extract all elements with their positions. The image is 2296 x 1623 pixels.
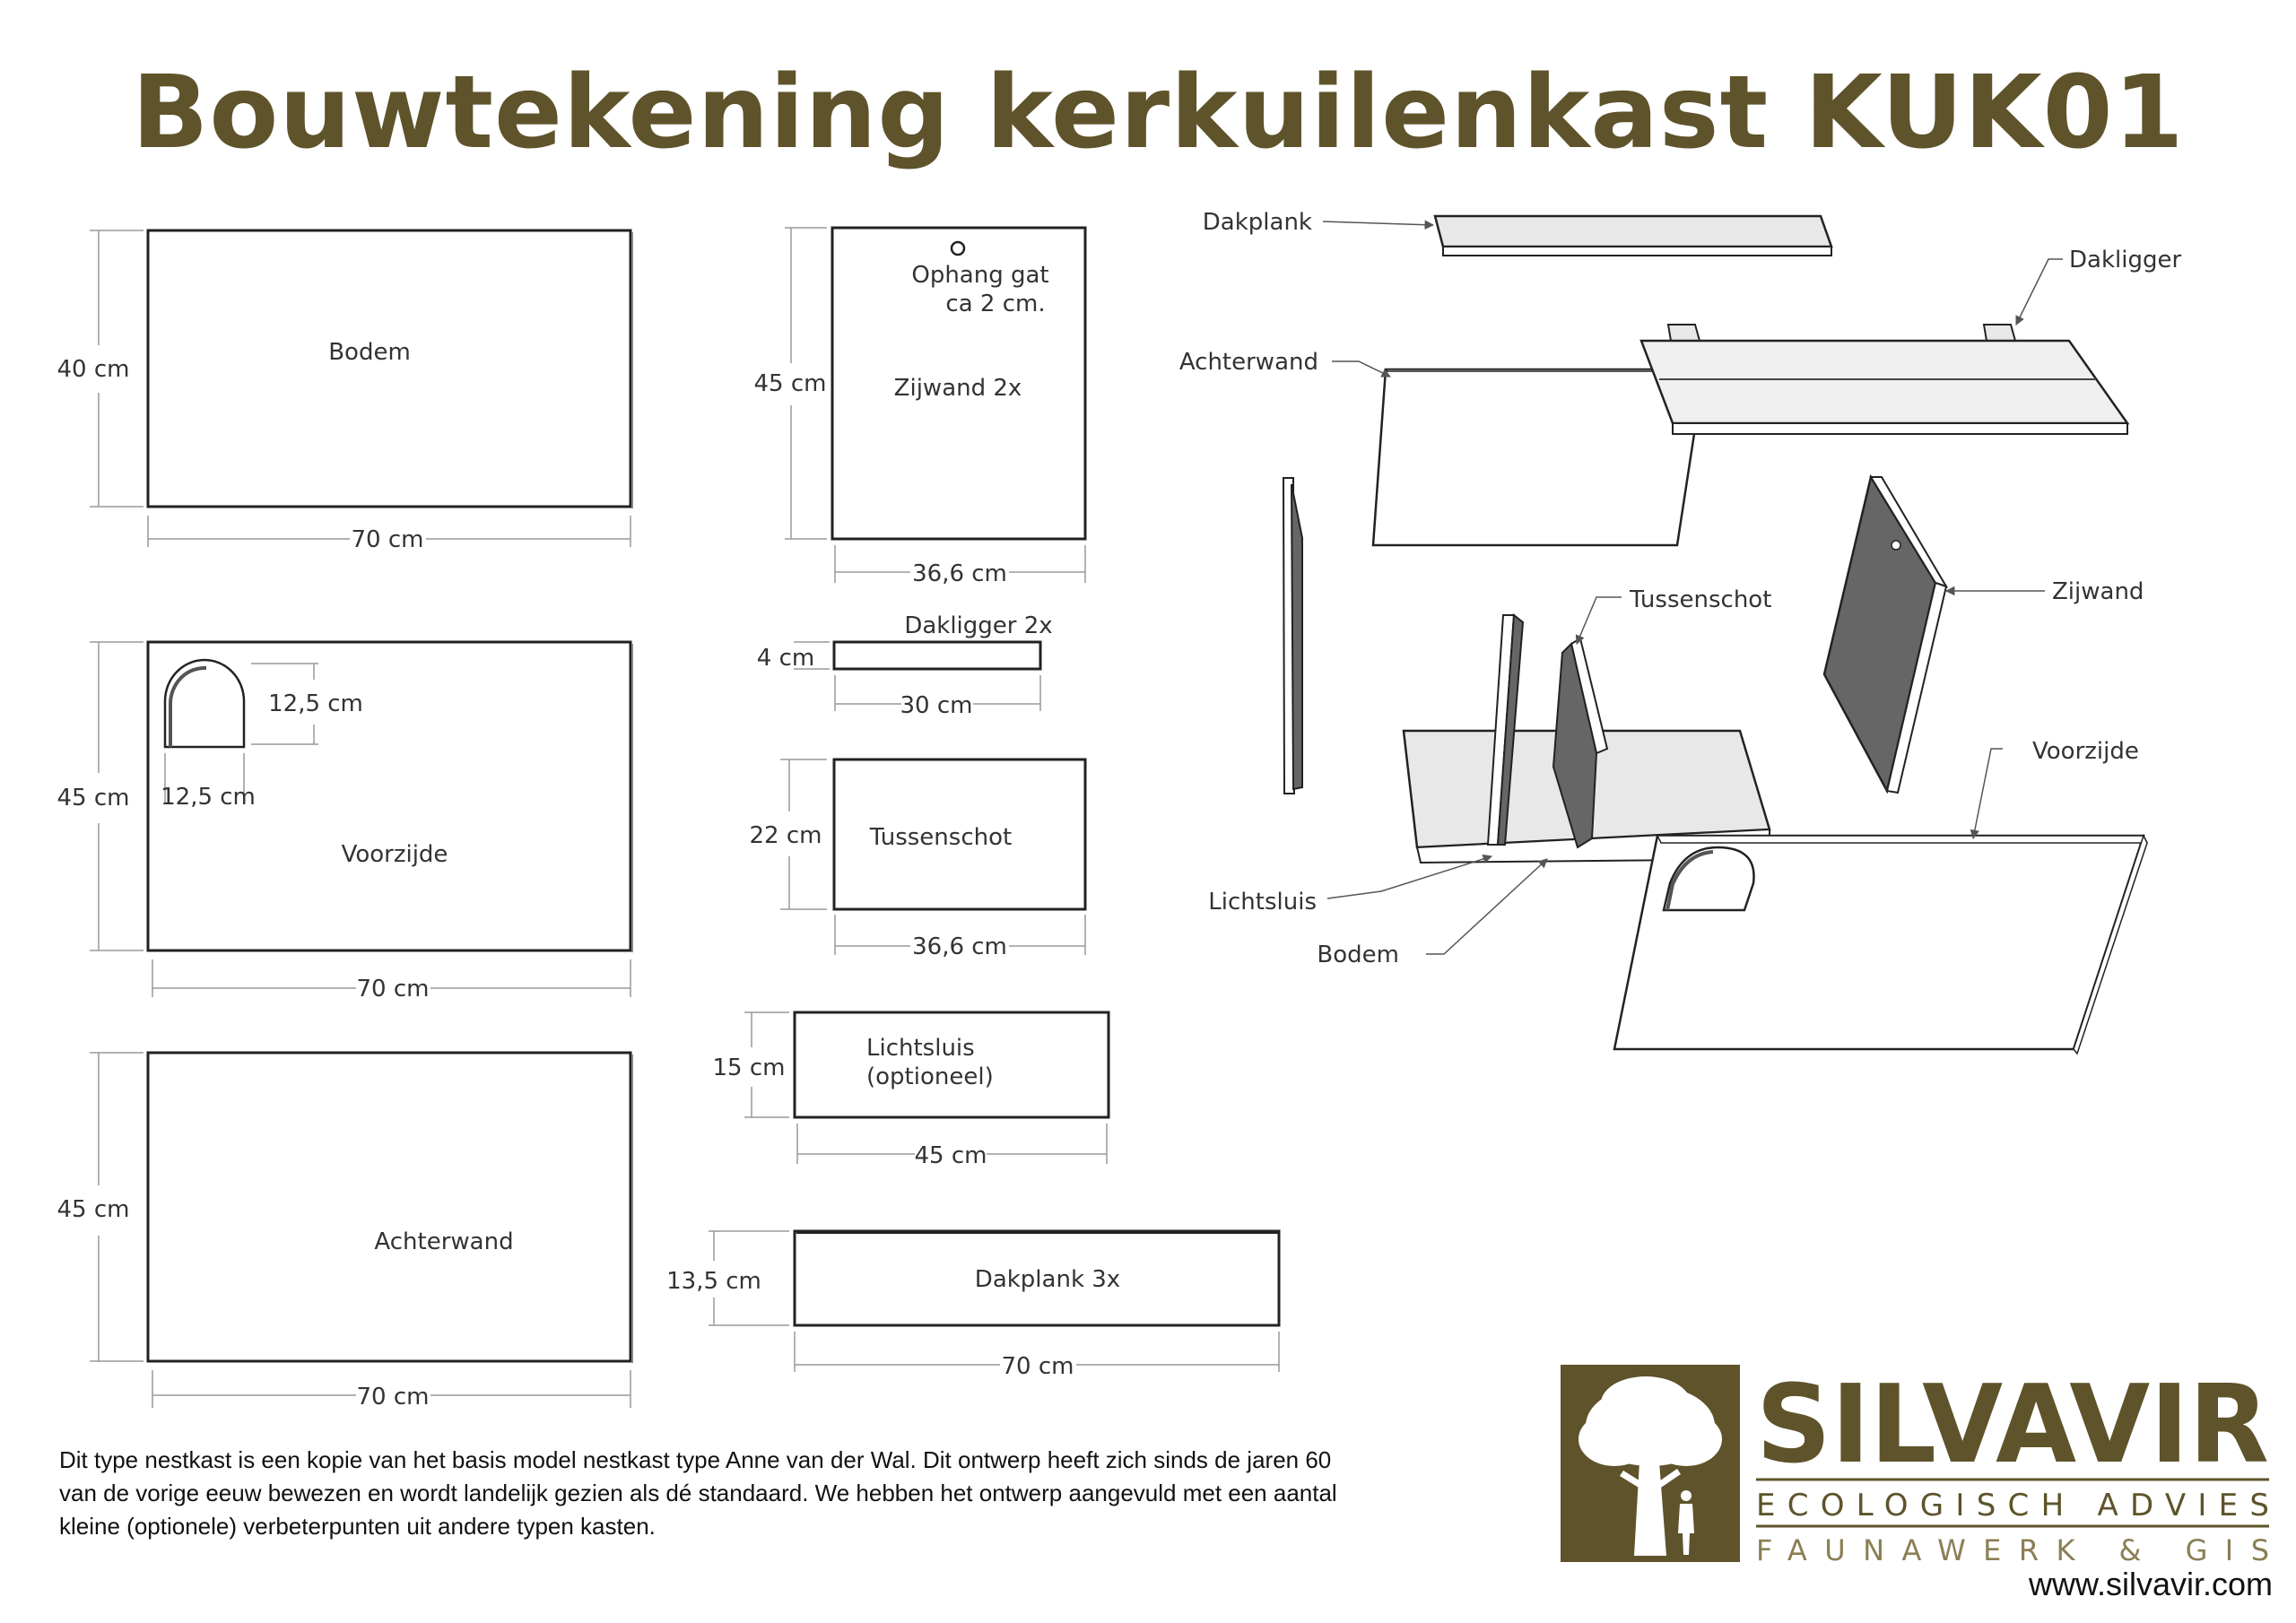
label-voorzijde: Voorzijde	[2032, 738, 2139, 765]
height-dimension: 22 cm	[750, 822, 822, 849]
width-dimension: 70 cm	[352, 526, 424, 553]
entrance-hole	[163, 658, 246, 749]
part-voorzijde: 12,5 cm 12,5 cm Voorzijde 45 cm 70 cm	[57, 640, 633, 1002]
exploded-dakplank	[1433, 214, 1833, 256]
width-dimension: 36,6 cm	[912, 560, 1007, 587]
silvavir-logo: SILVAVIR ECOLOGISCH ADVIES FAUNAWERK & G…	[1561, 1363, 2269, 1567]
part-label: Voorzijde	[342, 841, 448, 868]
person-icon	[1678, 1490, 1694, 1555]
exploded-lichtsluis	[1486, 613, 1525, 846]
part-label: Tussenschot	[869, 824, 1012, 851]
part-zijwand: Ophang gat ca 2 cm. Zijwand 2x 45 cm 36,…	[754, 226, 1087, 587]
width-dimension: 36,6 cm	[912, 933, 1007, 960]
label-bodem: Bodem	[1317, 942, 1399, 968]
description-text: Dit type nestkast is een kopie van het b…	[59, 1446, 1337, 1540]
height-dimension: 45 cm	[754, 370, 827, 397]
label-dakplank: Dakplank	[1203, 209, 1312, 236]
label-zijwand: Zijwand	[2052, 578, 2144, 605]
width-dimension: 30 cm	[900, 692, 973, 719]
part-label-line-2: (optioneel)	[866, 1063, 994, 1090]
label-achterwand: Achterwand	[1179, 349, 1318, 376]
hanging-hole	[950, 240, 966, 256]
part-label: Dakligger 2x	[904, 612, 1052, 639]
label-tussenschot: Tussenschot	[1629, 586, 1771, 613]
width-dimension: 70 cm	[357, 976, 430, 1002]
part-tussenschot: Tussenschot 22 cm 36,6 cm	[750, 758, 1087, 960]
exploded-voorzijde	[1613, 834, 2149, 1055]
width-dimension: 45 cm	[915, 1142, 987, 1169]
hole-width-dimension: 12,5 cm	[161, 784, 256, 811]
part-dakligger: Dakligger 2x 4 cm 30 cm	[757, 612, 1053, 719]
part-bodem: Bodem 40 cm 70 cm	[57, 229, 633, 553]
website-link[interactable]: www.silvavir.com	[2028, 1566, 2273, 1602]
label-lichtsluis: Lichtsluis	[1208, 889, 1317, 916]
label-dakligger: Dakligger	[2069, 247, 2181, 273]
exploded-achterwand	[1371, 368, 1708, 547]
height-dimension: 15 cm	[713, 1055, 786, 1081]
width-dimension: 70 cm	[1002, 1353, 1074, 1380]
height-dimension: 45 cm	[57, 785, 130, 812]
part-achterwand: Achterwand 45 cm 70 cm	[57, 1051, 633, 1410]
part-label-line-1: Lichtsluis	[866, 1035, 975, 1062]
height-dimension: 45 cm	[57, 1196, 130, 1223]
part-label: Achterwand	[374, 1228, 513, 1255]
logo-name: SILVAVIR	[1756, 1363, 2269, 1488]
note-line-1: Ophang gat	[911, 262, 1048, 289]
height-dimension: 13,5 cm	[666, 1268, 761, 1295]
exploded-zijwand-rechts	[1822, 473, 1949, 794]
part-dakplank: Dakplank 3x 13,5 cm 70 cm	[666, 1229, 1281, 1380]
exploded-dakplanken	[1639, 339, 2130, 435]
logo-line-1: ECOLOGISCH ADVIES	[1756, 1488, 2269, 1523]
width-dimension: 70 cm	[357, 1384, 430, 1410]
exploded-view: Dakplank Dakligger Achterwand Tussenscho…	[1179, 209, 2181, 1055]
part-label: Zijwand 2x	[894, 375, 1022, 402]
exploded-zijwand-links	[1282, 477, 1303, 794]
part-label: Dakplank 3x	[975, 1266, 1120, 1293]
part-lichtsluis: Lichtsluis (optioneel) 15 cm 45 cm	[713, 1011, 1110, 1169]
page-title: Bouwtekening kerkuilenkast KUK01	[132, 55, 2185, 171]
tree-icon	[1578, 1376, 1722, 1556]
height-dimension: 4 cm	[757, 645, 814, 672]
logo-line-2: FAUNAWERK & GIS	[1756, 1533, 2269, 1567]
height-dimension: 40 cm	[57, 356, 130, 383]
note-line-2: ca 2 cm.	[945, 291, 1045, 317]
hole-height-dimension: 12,5 cm	[268, 690, 363, 717]
part-label: Bodem	[328, 339, 411, 366]
